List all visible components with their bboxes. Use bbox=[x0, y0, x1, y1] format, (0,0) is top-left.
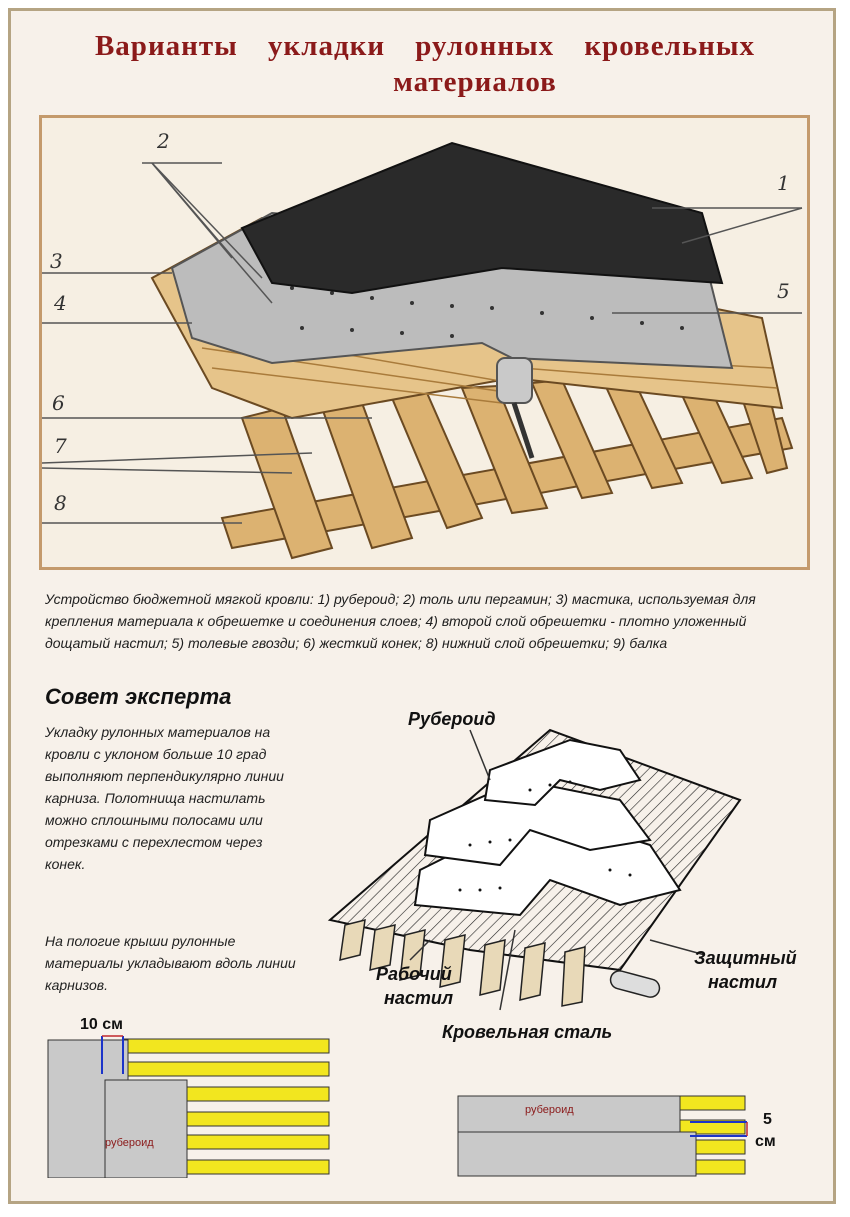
ruberoid-label: Рубероид bbox=[408, 708, 496, 730]
working-deck-label-line1: Рабочий bbox=[376, 963, 452, 985]
label-7: 7 bbox=[54, 434, 67, 458]
roof-steel-label: Кровельная сталь bbox=[442, 1021, 612, 1043]
advice-paragraph-1: Укладку рулонных материалов на кровли с … bbox=[45, 721, 305, 875]
label-4: 4 bbox=[53, 291, 67, 315]
protective-deck-label-line1: Защитный bbox=[694, 947, 797, 969]
dimension-5-value: 5 bbox=[763, 1111, 772, 1128]
ridge bbox=[497, 358, 532, 403]
working-deck-label-line2: настил bbox=[384, 987, 453, 1009]
title-line-1: Варианты укладки рулонных кровельных bbox=[0, 28, 850, 64]
page-title: Варианты укладки рулонных кровельных мат… bbox=[0, 28, 850, 100]
figure-caption: Устройство бюджетной мягкой кровли: 1) р… bbox=[45, 588, 815, 654]
roof-structure-illustration: 2 1 3 4 5 6 7 8 bbox=[39, 115, 810, 570]
gray-sheet-lower bbox=[458, 1132, 696, 1176]
label-5: 5 bbox=[777, 279, 790, 303]
label-8: 8 bbox=[54, 491, 67, 515]
dimension-10cm: 10 см bbox=[80, 1018, 123, 1033]
ruberoid-layer bbox=[242, 143, 722, 293]
parallel-layout-diagram: рубероид 5 см bbox=[455, 1092, 795, 1182]
label-3: 3 bbox=[50, 249, 63, 273]
title-line-2: материалов bbox=[100, 64, 850, 100]
label-2: 2 bbox=[156, 129, 170, 153]
dimension-5-unit: см bbox=[755, 1133, 776, 1150]
roof-structure-drawing: 2 1 3 4 5 6 7 8 bbox=[42, 118, 807, 567]
advice-paragraph-2: На пологие крыши рулонные материалы укла… bbox=[45, 930, 305, 996]
gray-sheet-front bbox=[105, 1080, 187, 1178]
advice-heading: Совет эксперта bbox=[45, 684, 231, 710]
label-6: 6 bbox=[52, 391, 65, 415]
perpendicular-layout-diagram: 10 см рубероид bbox=[45, 1018, 345, 1178]
gray-sheet-upper bbox=[458, 1096, 680, 1136]
label-1: 1 bbox=[777, 171, 790, 195]
ruberoid-tag-left: рубероид bbox=[105, 1137, 154, 1149]
protective-deck-label-line2: настил bbox=[708, 971, 777, 993]
beam bbox=[609, 969, 662, 999]
ruberoid-tag-right: рубероид bbox=[525, 1104, 574, 1116]
